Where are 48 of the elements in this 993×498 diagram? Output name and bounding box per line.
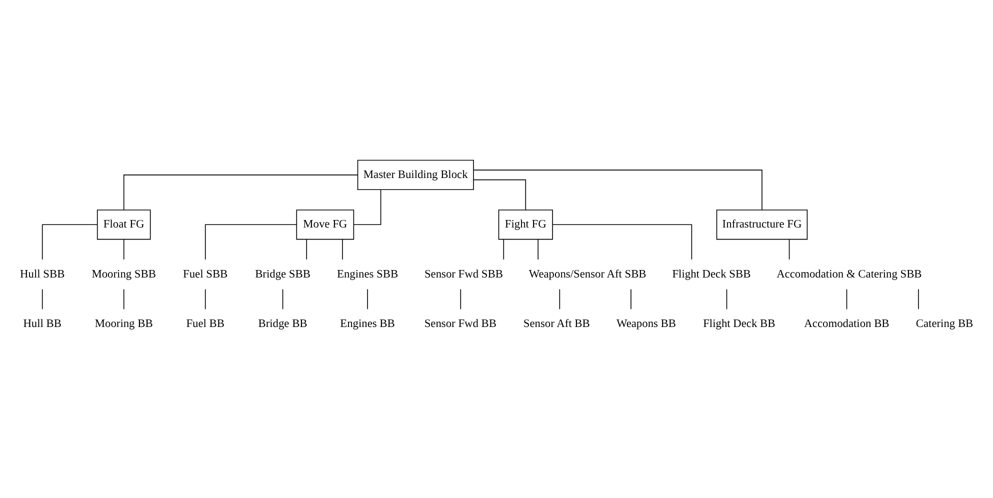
node-box: Float FG <box>96 209 151 240</box>
connector <box>726 288 728 310</box>
connector <box>559 288 560 310</box>
connector <box>460 288 462 310</box>
node-box: Move FG <box>296 209 354 240</box>
node-text: Flight Deck BB <box>703 318 776 330</box>
node-text: Weapons/Sensor Aft SBB <box>528 268 646 280</box>
node-text: Mooring SBB <box>92 268 156 280</box>
node-text: Fuel SBB <box>183 268 228 280</box>
connector <box>630 288 632 310</box>
connector <box>473 169 762 210</box>
connector <box>846 288 848 310</box>
connector <box>42 224 98 260</box>
connector <box>123 288 124 310</box>
node-box: Infrastructure FG <box>716 209 808 240</box>
node-text: Hull BB <box>23 318 62 330</box>
node-text: Accomodation BB <box>804 318 890 330</box>
connector <box>354 188 382 225</box>
connector <box>918 288 919 310</box>
connector <box>42 288 43 310</box>
connector <box>473 178 526 210</box>
connector <box>282 288 284 310</box>
node-text: Flight Deck SBB <box>672 268 751 280</box>
node-text: Bridge SBB <box>255 268 310 280</box>
node-text: Engines SBB <box>336 268 398 280</box>
node-text: Sensor Aft BB <box>523 318 590 330</box>
connector <box>552 224 692 260</box>
connector <box>503 238 504 260</box>
node-text: Engines BB <box>340 318 395 330</box>
node-box: Master Building Block <box>357 159 474 190</box>
connector <box>123 238 124 260</box>
node-text: Hull SBB <box>20 268 65 280</box>
node-text: Catering BB <box>916 318 974 330</box>
connector <box>788 238 790 260</box>
connector <box>204 288 206 310</box>
node-text: Sensor Fwd BB <box>424 318 497 330</box>
node-text: Mooring BB <box>94 318 153 330</box>
node-box: Fight FG <box>498 209 553 240</box>
connector <box>367 288 368 310</box>
node-text: Bridge BB <box>258 318 308 330</box>
connector <box>123 174 358 210</box>
node-text: Sensor Fwd SBB <box>424 268 503 280</box>
node-text: Accomodation & Catering SBB <box>776 268 922 280</box>
node-text: Fuel BB <box>186 318 224 330</box>
connector <box>306 238 308 260</box>
connector <box>204 224 297 260</box>
node-text: Weapons BB <box>616 318 676 330</box>
connector <box>342 238 343 260</box>
